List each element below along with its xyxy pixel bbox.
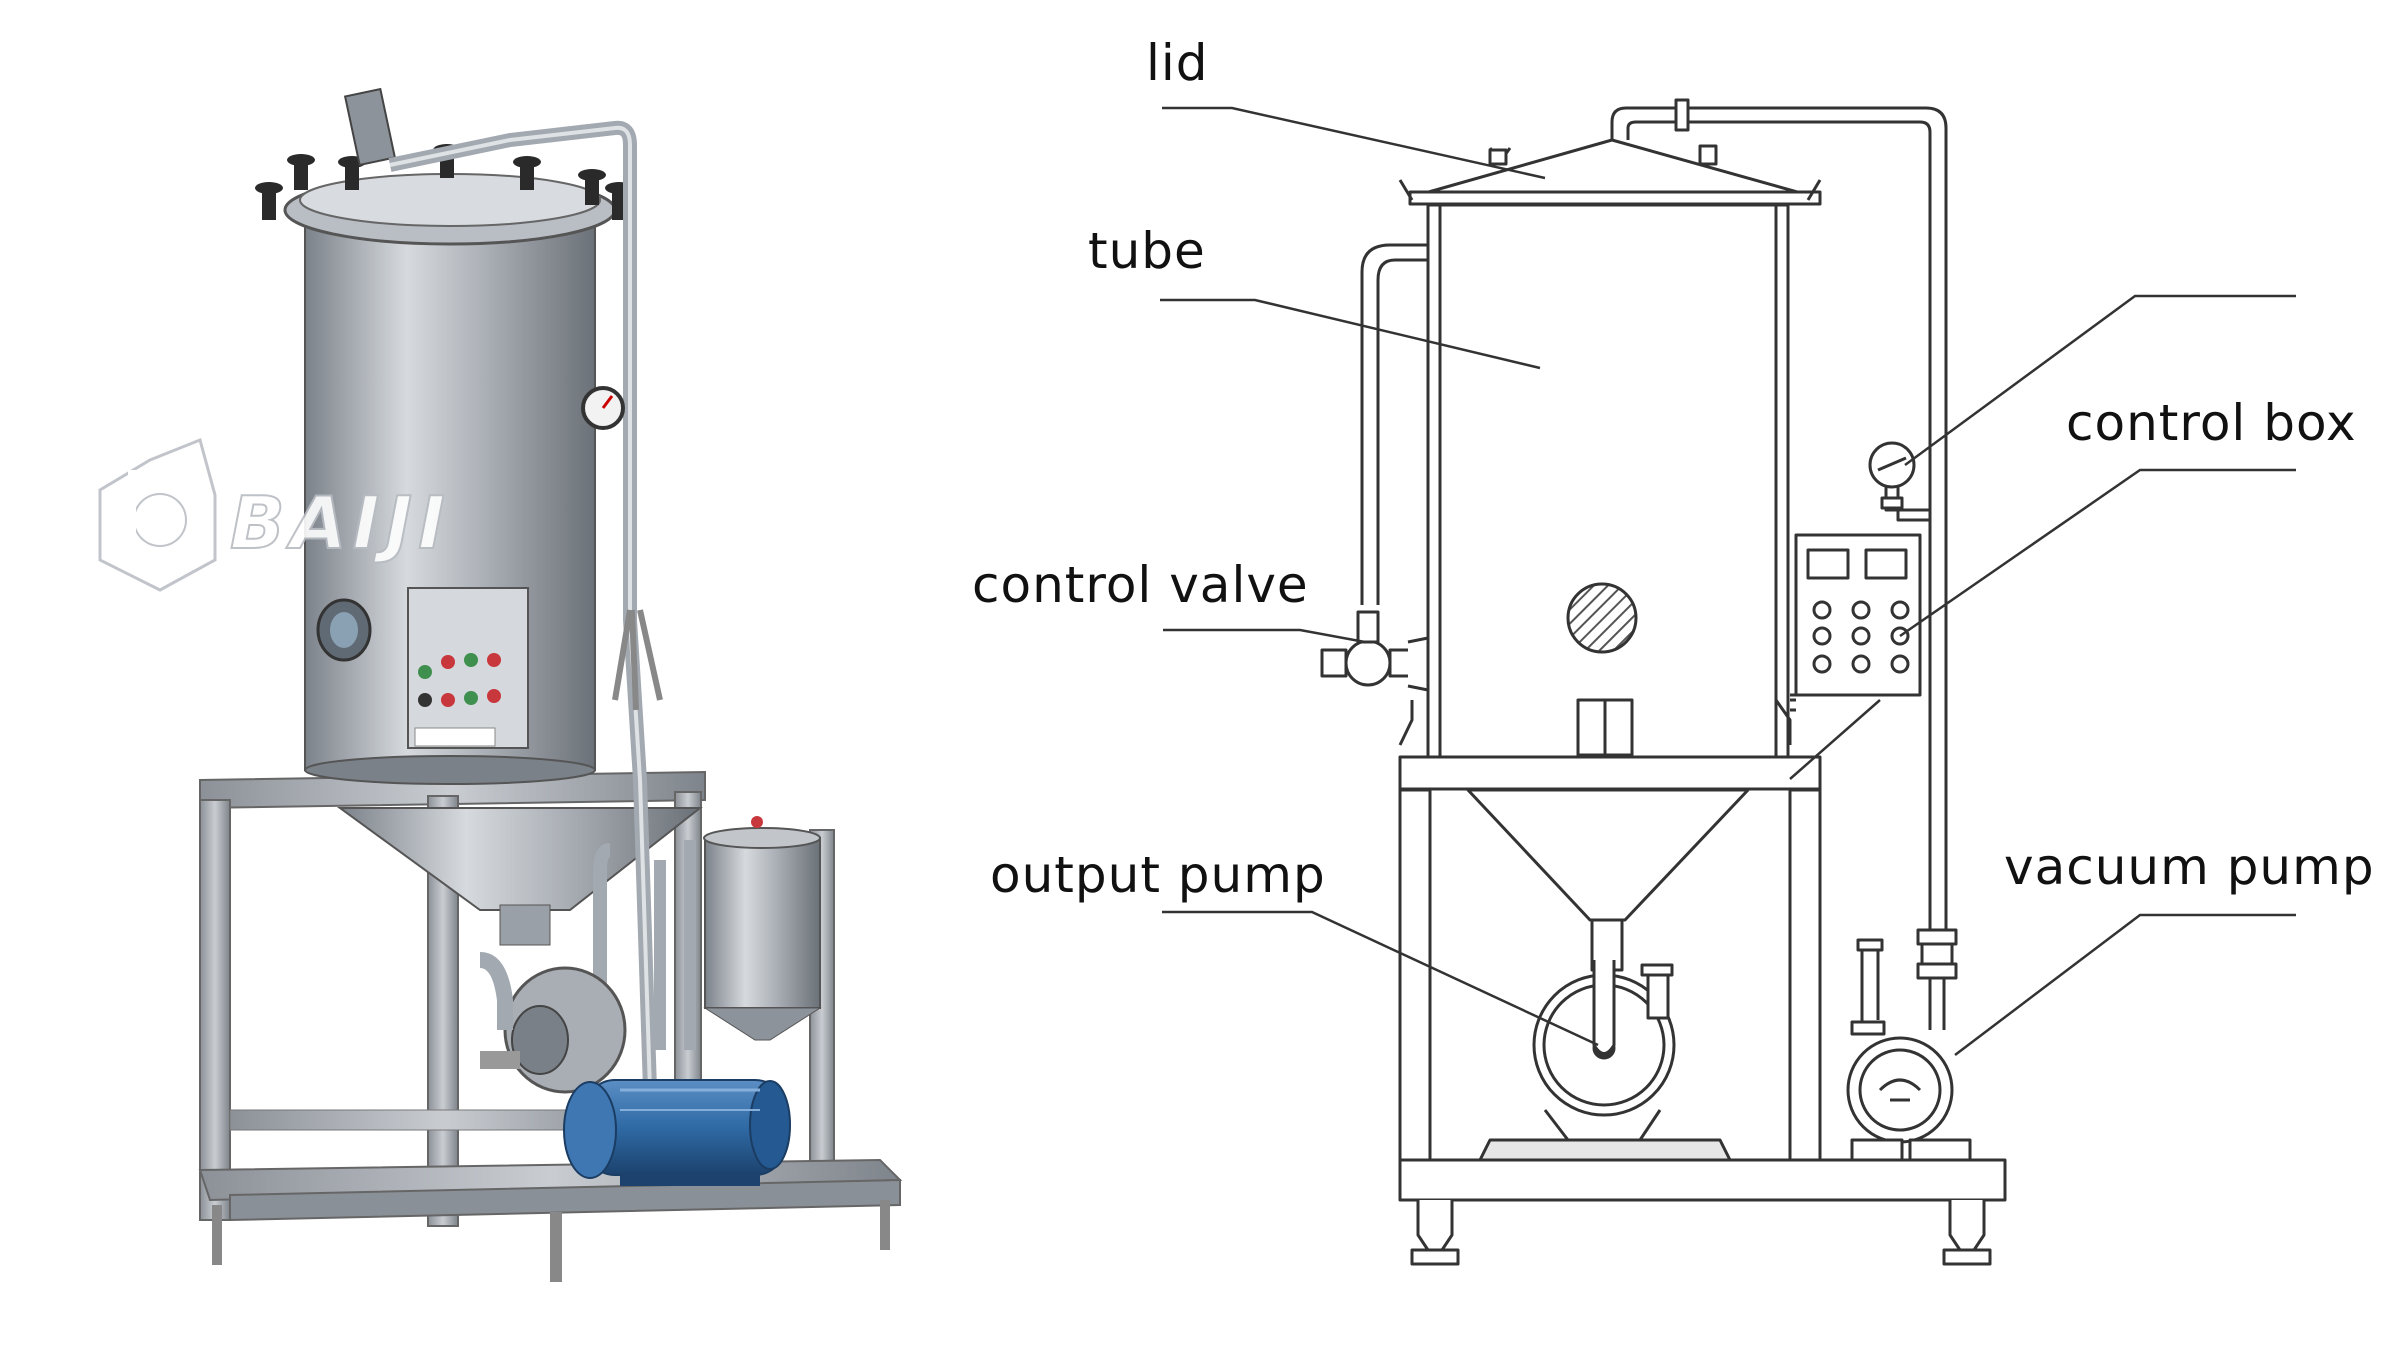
diagram-control-valve	[1320, 610, 1430, 692]
photo-control-buttons	[418, 653, 501, 707]
machine-diagram	[1320, 98, 2007, 1266]
hopper-cone	[336, 807, 703, 911]
leader-gauge	[1904, 294, 2296, 467]
diagram-vacuum-pipe	[1610, 106, 1948, 930]
separator-tank	[704, 837, 821, 1009]
label-tube: tube	[1088, 222, 1206, 280]
leader-lid	[1162, 106, 1546, 180]
diagram-cone	[1466, 788, 1750, 922]
diagram-vacuum-pump	[1846, 928, 1972, 1162]
diagram-base	[1398, 1158, 2007, 1202]
label-control-box: control box	[2066, 394, 2357, 452]
diagram-lid	[1416, 138, 1810, 197]
leader-tube	[1160, 298, 1541, 370]
label-lid: lid	[1146, 34, 1209, 92]
label-control-valve: control valve	[972, 556, 1309, 614]
diagram-frame	[1398, 755, 1822, 791]
watermark-logo	[95, 433, 220, 596]
leader-control-valve	[1163, 628, 1366, 644]
frame-leg-front-left	[199, 799, 231, 1221]
leader-control-box	[1899, 468, 2296, 638]
machine-photo: BAIJI	[95, 87, 903, 1282]
diagram-tube	[1360, 243, 1428, 605]
diagram-sight-glass	[1566, 582, 1638, 654]
label-vacuum-pump: vacuum pump	[2004, 838, 2375, 896]
watermark-text: BAIJI	[230, 481, 451, 565]
diagram-control-buttons	[1812, 600, 1910, 674]
diagram-tank	[1426, 203, 1790, 759]
leader-lines	[1160, 106, 2296, 1056]
leader-output-pump	[1162, 910, 1599, 1047]
label-output-pump: output pump	[990, 846, 1326, 904]
leader-vacuum-pump	[1954, 913, 2296, 1056]
